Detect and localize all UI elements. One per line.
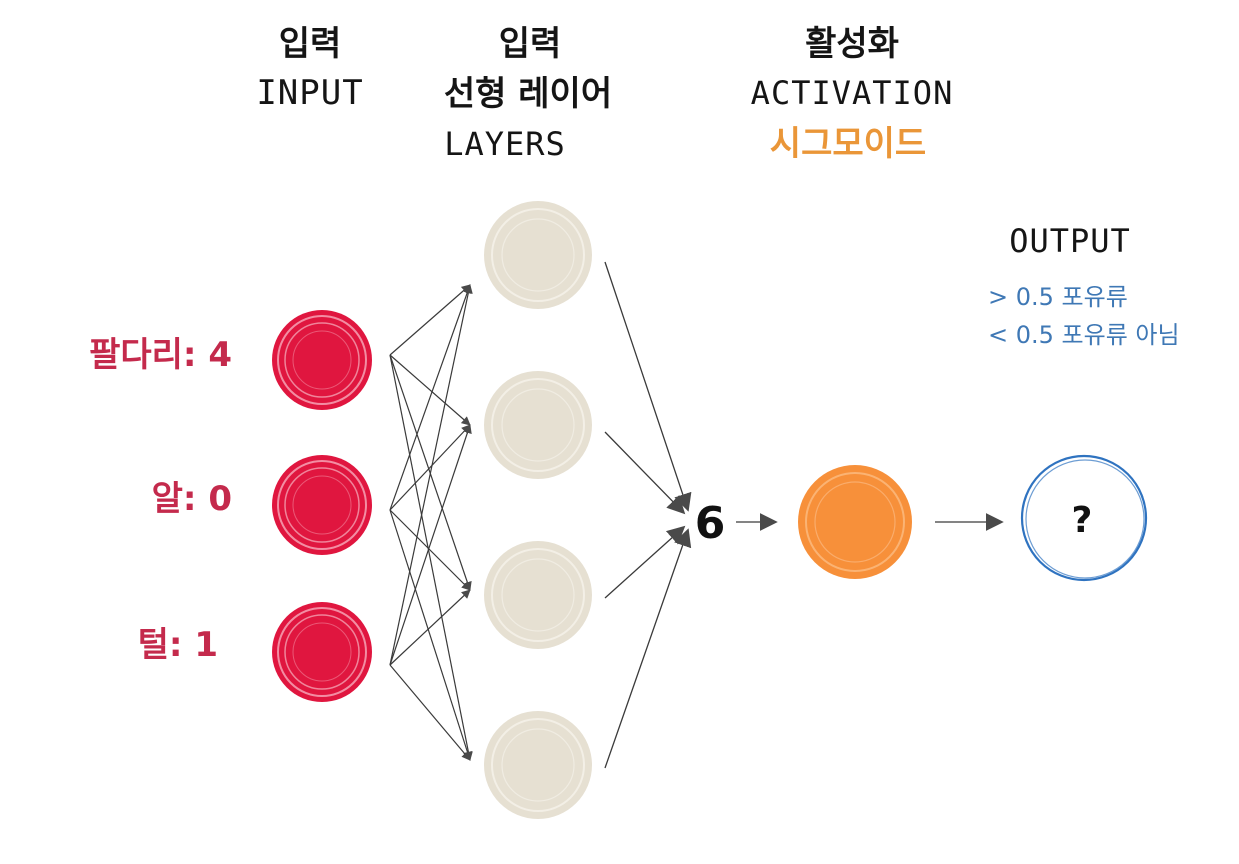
header-activation-en: ACTIVATION [751,74,954,112]
hidden-to-sum-line-2 [604,431,686,515]
input-node-eggs [272,455,372,555]
header-layer-en: LAYERS [444,125,566,163]
activation-node [798,465,912,579]
input-to-hidden-connections [389,284,473,761]
connection-line-11 [389,589,471,666]
header-input-en: INPUT [256,73,363,113]
header-input-ko: 입력 [279,24,342,64]
output-value: ? [1072,500,1093,541]
header-layer-ko-1: 입력 [499,24,562,64]
header-layer-ko-2: 선형 레이어 [444,74,612,114]
hidden-node-1 [484,201,592,309]
connection-line-5 [389,284,472,511]
output-node [1020,454,1148,582]
input-node-fur [272,602,372,702]
hidden-to-sum-line-3 [604,525,686,599]
hidden-node-3 [484,541,592,649]
input-node-limbs [272,310,372,410]
connection-line-7 [389,509,471,591]
header-output-en: OUTPUT [1009,222,1131,260]
header-activation-fn: 시그모이드 [770,124,926,164]
input-label-limbs: 팔다리: 4 [89,335,232,375]
connection-line-4 [389,354,473,761]
hidden-to-sum-line-4 [604,528,692,769]
hidden-to-sum-line-1 [604,261,692,512]
connection-line-10 [389,424,472,666]
connection-line-9 [389,284,473,666]
output-note-above: > 0.5 포유류 [988,283,1128,311]
header-activation-ko: 활성화 [805,24,899,64]
input-label-eggs: 알: 0 [152,479,232,519]
connection-line-6 [389,424,471,511]
hidden-node-2 [484,371,592,479]
output-note-below: < 0.5 포유류 아님 [988,321,1180,349]
connection-line-8 [389,509,472,761]
input-label-fur: 털: 1 [138,625,218,665]
hidden-node-4 [484,711,592,819]
connection-line-1 [389,284,471,356]
connection-line-2 [389,354,471,426]
connection-line-12 [389,664,471,761]
sum-value: 6 [695,498,726,549]
